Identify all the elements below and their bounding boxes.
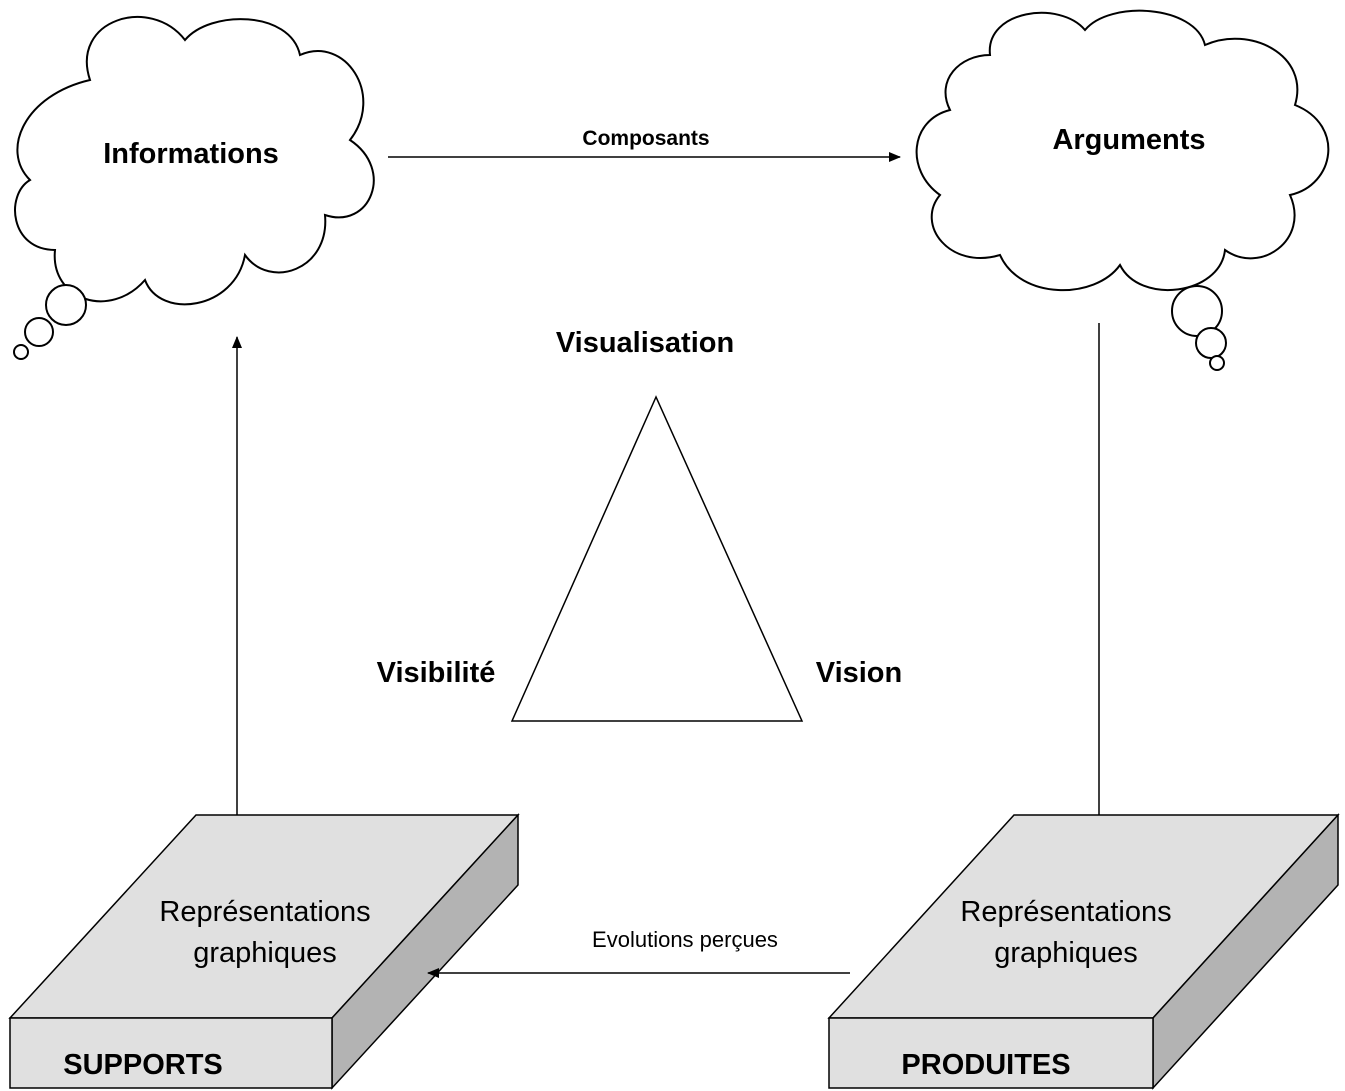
arguments-label: Arguments — [1052, 124, 1205, 156]
produites-box-front-face — [828, 1017, 1154, 1089]
supports-box-front-face — [9, 1017, 333, 1089]
produites-label: PRODUITES — [901, 1049, 1070, 1081]
composants-label: Composants — [582, 127, 709, 150]
visualisation-label: Visualisation — [556, 327, 734, 359]
composants-arrow: Composants — [388, 127, 901, 162]
arguments-cloud-shape — [915, 9, 1330, 292]
evolutions-label: Evolutions perçues — [592, 927, 778, 952]
supports-box-line2: graphiques — [193, 937, 337, 969]
informations-cloud-shape — [14, 16, 375, 306]
supports-box-line1: Représentations — [159, 896, 370, 928]
visualisation-triangle-group: Visualisation Visibilité Vision — [377, 327, 903, 722]
produites-box: Représentations graphiques PRODUITES — [827, 813, 1340, 1090]
supports-label: SUPPORTS — [63, 1049, 223, 1081]
visibilite-label: Visibilité — [377, 657, 496, 689]
informations-bubble-small — [13, 344, 29, 360]
supports-box: Représentations graphiques SUPPORTS — [8, 813, 520, 1090]
produites-box-line2: graphiques — [994, 937, 1138, 969]
vision-label: Vision — [816, 657, 903, 689]
evolutions-arrow: Evolutions perçues — [427, 927, 850, 978]
informations-cloud: Informations — [13, 16, 375, 360]
informations-label: Informations — [103, 138, 279, 170]
arguments-bubble-small — [1209, 355, 1225, 371]
visualisation-triangle — [510, 395, 804, 722]
arguments-bubble-medium — [1195, 327, 1227, 359]
informations-bubble-medium — [24, 317, 54, 347]
arguments-cloud: Arguments — [915, 9, 1330, 371]
informations-bubble-large — [45, 284, 87, 326]
produites-box-line1: Représentations — [960, 896, 1171, 928]
